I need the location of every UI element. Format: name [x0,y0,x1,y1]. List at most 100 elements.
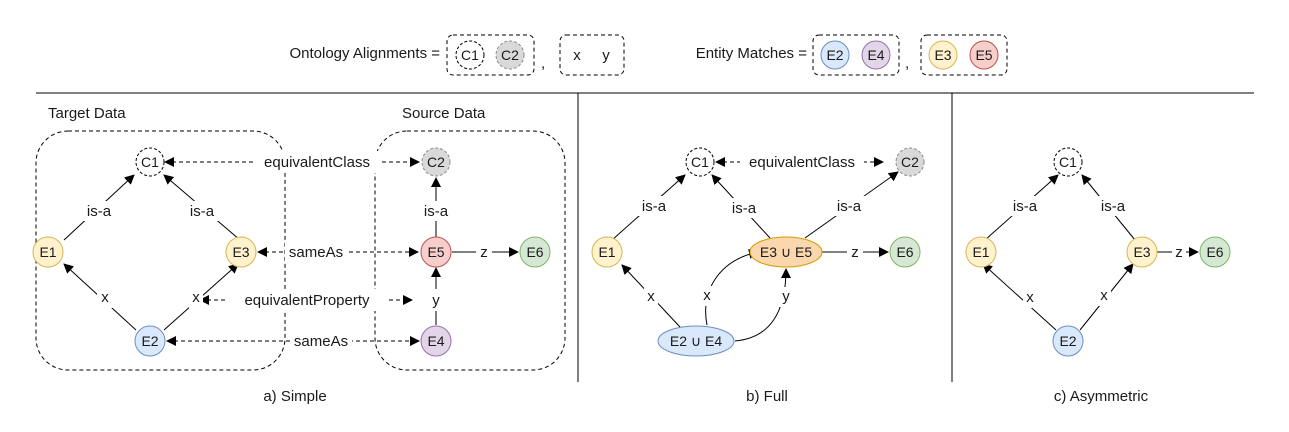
label-same-as-2: sameAs [294,333,348,350]
legend-x-label: x [573,47,581,64]
caption-asymmetric: c) Asymmetric [1054,388,1149,405]
node-e6 [1199,236,1231,268]
label-is-a: is-a [732,200,757,217]
label-x: x [1100,287,1108,304]
label-bg [740,151,864,173]
node-c2 [421,147,451,177]
legend-match-box-1 [812,34,900,76]
label-bg [225,289,389,311]
legend-e5-label: E5 [975,47,992,63]
label-is-a: is-a [1013,198,1038,215]
node-c1 [685,147,715,177]
label-bg [189,288,203,308]
node-e3-union-e5-label: E3 ∪ E5 [760,244,812,260]
label-equivalent-class: equivalentClass [264,154,370,171]
label-bg [290,330,352,352]
label-bg [255,151,379,173]
edge-e2-e1 [982,263,1057,331]
label-bg [644,287,658,307]
label-bg [1023,288,1037,308]
label-y: y [432,292,440,309]
legend-entity-label: Entity Matches = [696,45,808,62]
label-bg [417,201,455,221]
node-e6-label: E6 [526,244,543,260]
target-data-title: Target Data [48,105,126,122]
legend-comma-2: , [905,55,909,72]
label-x: x [1026,289,1034,306]
label-is-a: is-a [424,203,449,220]
label-bg [725,198,763,218]
label-bg [1172,242,1186,262]
panel-a: Target Data Source Data equivalentClass … [32,105,566,405]
legend-e4-node [861,40,891,70]
legend-c1-node [455,40,485,70]
label-is-a: is-a [87,203,112,220]
node-c2-label: C2 [427,154,445,170]
legend-c2-node [495,40,525,70]
caption-full: b) Full [746,388,788,405]
node-e1 [591,236,623,268]
source-data-title: Source Data [402,105,486,122]
label-bg [285,241,347,263]
label-z: z [1175,244,1183,261]
node-e1-label: E1 [972,244,989,260]
legend-match-box-2 [920,34,1008,76]
label-bg [830,196,868,216]
panel-c: is-a is-a z x x C1 E1 E3 E6 E2 c) Asymme… [965,147,1231,405]
node-c1 [135,147,165,177]
label-bg [847,242,863,262]
edge-e24-e35-y [734,268,791,342]
label-is-a: is-a [642,198,667,215]
label-x: x [101,289,109,306]
label-bg [1097,286,1111,306]
node-e2-union-e4 [657,325,735,357]
label-same-as-1: sameAs [289,244,343,261]
legend-e4-label: E4 [867,47,884,63]
legend-ontology-box [446,34,535,76]
node-e3-union-e5 [749,236,823,268]
node-e6-label: E6 [1206,244,1223,260]
label-bg [429,289,444,311]
node-e6 [519,236,551,268]
legend: Ontology Alignments = C1 C2 , x y Entity… [289,34,1008,76]
legend-e2-node [820,40,850,70]
label-is-a: is-a [1101,198,1126,215]
label-bg [97,288,113,308]
node-e4-label: E4 [427,333,444,349]
node-e3 [225,236,257,268]
label-x: x [192,289,200,306]
caption-simple: a) Simple [263,388,326,405]
label-bg [700,286,714,306]
node-e1 [965,236,997,268]
node-c1-label: C1 [141,154,159,170]
node-e2-label: E2 [141,333,158,349]
edge-e24-e35-x [705,248,759,326]
label-x: x [703,287,711,304]
node-e3-label: E3 [1133,244,1150,260]
node-c2 [895,147,925,177]
node-e2-union-e4-label: E2 ∪ E4 [670,333,722,349]
legend-c1-label: C1 [461,47,479,63]
label-bg [183,201,221,221]
node-e3-label: E3 [232,244,249,260]
label-bg [779,287,794,307]
label-z: z [480,244,488,261]
label-bg [80,201,118,221]
node-c1-label: C1 [1059,154,1077,170]
node-e6 [889,236,921,268]
legend-e3-label: E3 [934,47,951,63]
node-e5-label: E5 [427,244,444,260]
node-c1-label: C1 [691,154,709,170]
legend-e5-node [969,40,999,70]
label-x: x [647,288,655,305]
node-e1 [32,236,64,268]
node-e6-label: E6 [896,244,913,260]
label-z: z [851,244,859,261]
label-equivalent-class: equivalentClass [749,154,855,171]
label-y: y [782,288,790,305]
legend-c2-label: C2 [501,47,519,63]
node-e3 [1126,236,1158,268]
label-is-a: is-a [190,203,215,220]
label-bg [1094,196,1132,216]
